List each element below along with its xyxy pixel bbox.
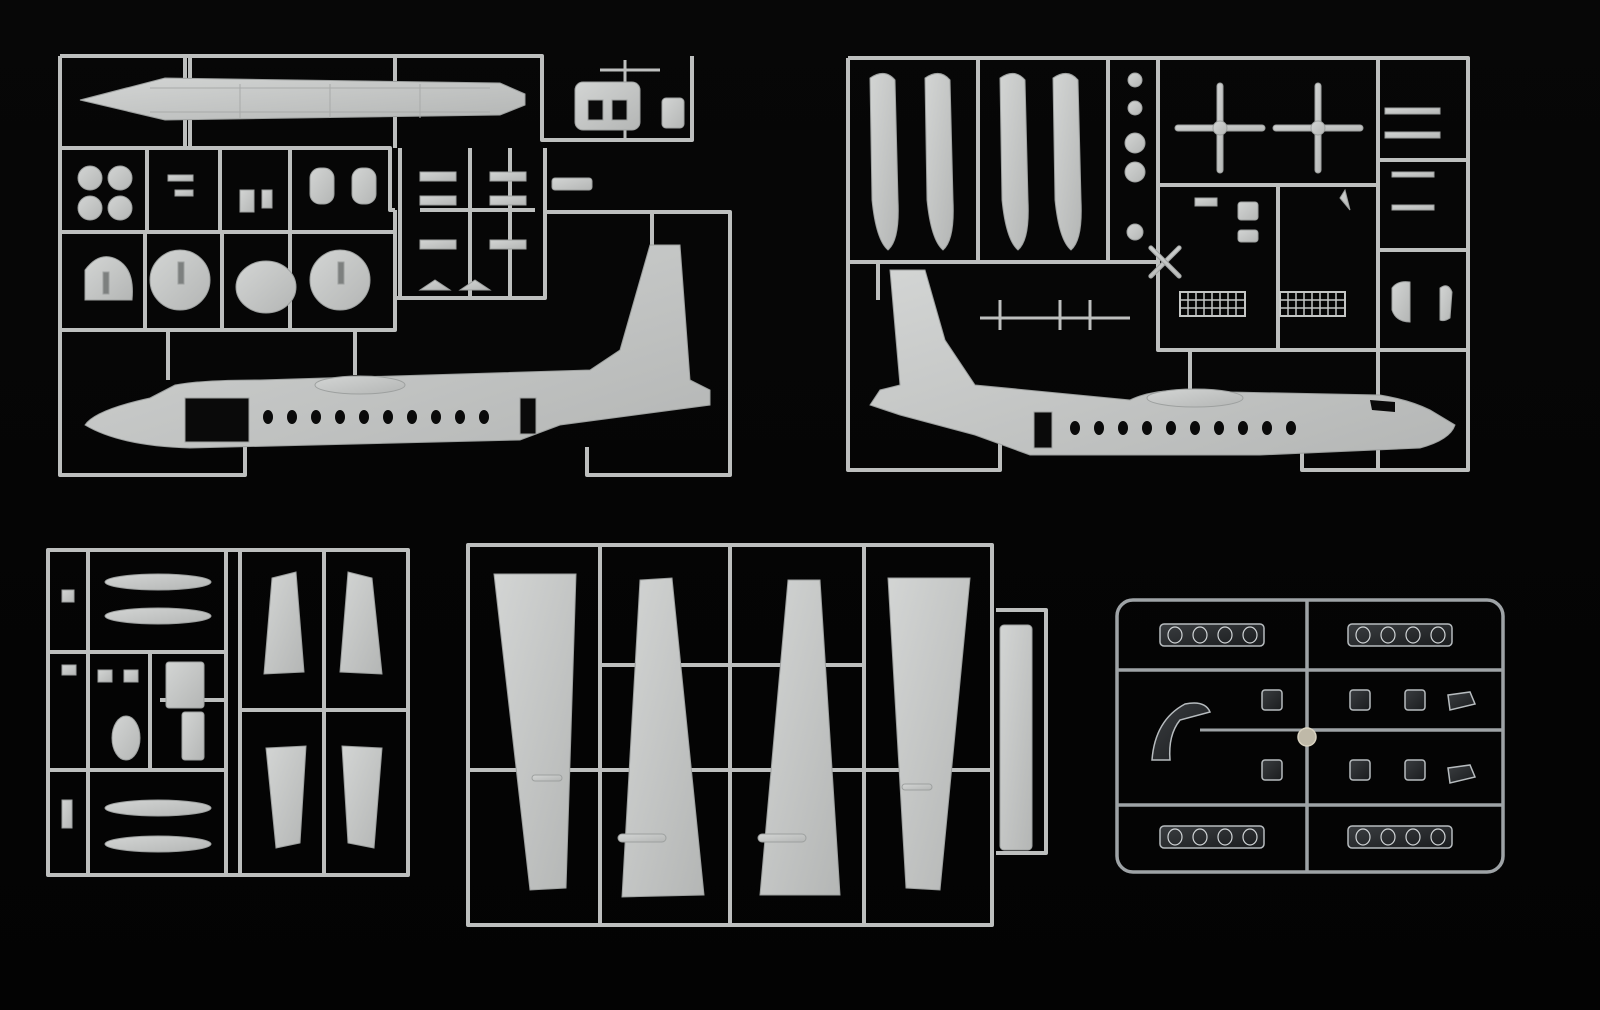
engine-cowl-part xyxy=(351,167,377,205)
engine-nacelle xyxy=(924,73,954,251)
wing-root-fairing xyxy=(314,375,406,395)
fuselage-half xyxy=(84,244,711,449)
cabin-floor-detail xyxy=(150,84,490,118)
fuel-tank xyxy=(104,573,212,591)
bulkhead xyxy=(235,260,297,314)
sprue-gate-hub xyxy=(1297,727,1317,747)
engine-nacelle xyxy=(999,73,1029,251)
wheel xyxy=(77,195,103,221)
wing-root-fairing xyxy=(1146,388,1244,408)
small-parts xyxy=(61,571,383,853)
engine-nacelle xyxy=(869,73,899,251)
tailplane xyxy=(339,571,383,675)
tailplane xyxy=(341,745,383,849)
nose-cone xyxy=(111,715,141,761)
cockpit-canopy xyxy=(1151,702,1212,761)
gear-door xyxy=(1439,285,1453,322)
fuel-tank xyxy=(104,799,212,817)
wheel xyxy=(107,165,133,191)
small-block xyxy=(661,97,685,129)
small-part xyxy=(261,189,273,209)
cockpit-insert xyxy=(574,81,641,131)
landing-light xyxy=(1447,764,1477,784)
wing-panel xyxy=(621,577,705,898)
wing-parts xyxy=(493,573,1033,898)
wheel xyxy=(77,165,103,191)
wheel xyxy=(107,195,133,221)
cockpit-window-cutout xyxy=(587,99,604,121)
wing-panel xyxy=(493,573,577,891)
propeller xyxy=(1174,82,1266,174)
propeller xyxy=(1148,245,1182,279)
propeller xyxy=(1272,82,1364,174)
cabin-windows xyxy=(1070,421,1296,435)
wing-part-strip xyxy=(999,624,1033,851)
fuel-tank xyxy=(104,607,212,625)
cabin-floor-part xyxy=(79,77,526,121)
sprue-small-parts xyxy=(46,548,410,877)
fuselage-right-parts xyxy=(869,72,1456,456)
window-strip xyxy=(1347,825,1453,849)
small-part xyxy=(239,189,255,213)
engine-cowl-part xyxy=(309,167,335,205)
window-strip xyxy=(1159,623,1265,647)
cockpit-window-cutout xyxy=(611,99,628,121)
fuselage-left-parts xyxy=(77,77,711,449)
bulkhead-slot xyxy=(102,271,110,295)
window-strip xyxy=(1159,825,1265,849)
window-strip xyxy=(1347,623,1453,647)
cockpit-door-cutout xyxy=(184,397,250,443)
strut xyxy=(167,174,194,182)
cabin-windows xyxy=(263,410,489,424)
bulkhead-slot xyxy=(337,261,345,285)
gear-door xyxy=(1391,281,1411,323)
strut xyxy=(174,189,194,197)
tailplane xyxy=(265,745,307,849)
fuel-tank xyxy=(104,835,212,853)
clear-parts xyxy=(1151,623,1477,849)
tailplane xyxy=(263,571,305,675)
fuselage-half xyxy=(869,269,1456,456)
landing-light xyxy=(1447,691,1477,711)
rear-door-cutout xyxy=(519,397,537,435)
cockpit-window xyxy=(1370,400,1395,412)
engine-nacelle xyxy=(1052,73,1082,251)
rear-door-cutout xyxy=(1033,411,1053,449)
bulkhead-slot xyxy=(177,261,185,285)
wing-panel xyxy=(759,579,841,896)
wing-panel xyxy=(887,577,971,891)
